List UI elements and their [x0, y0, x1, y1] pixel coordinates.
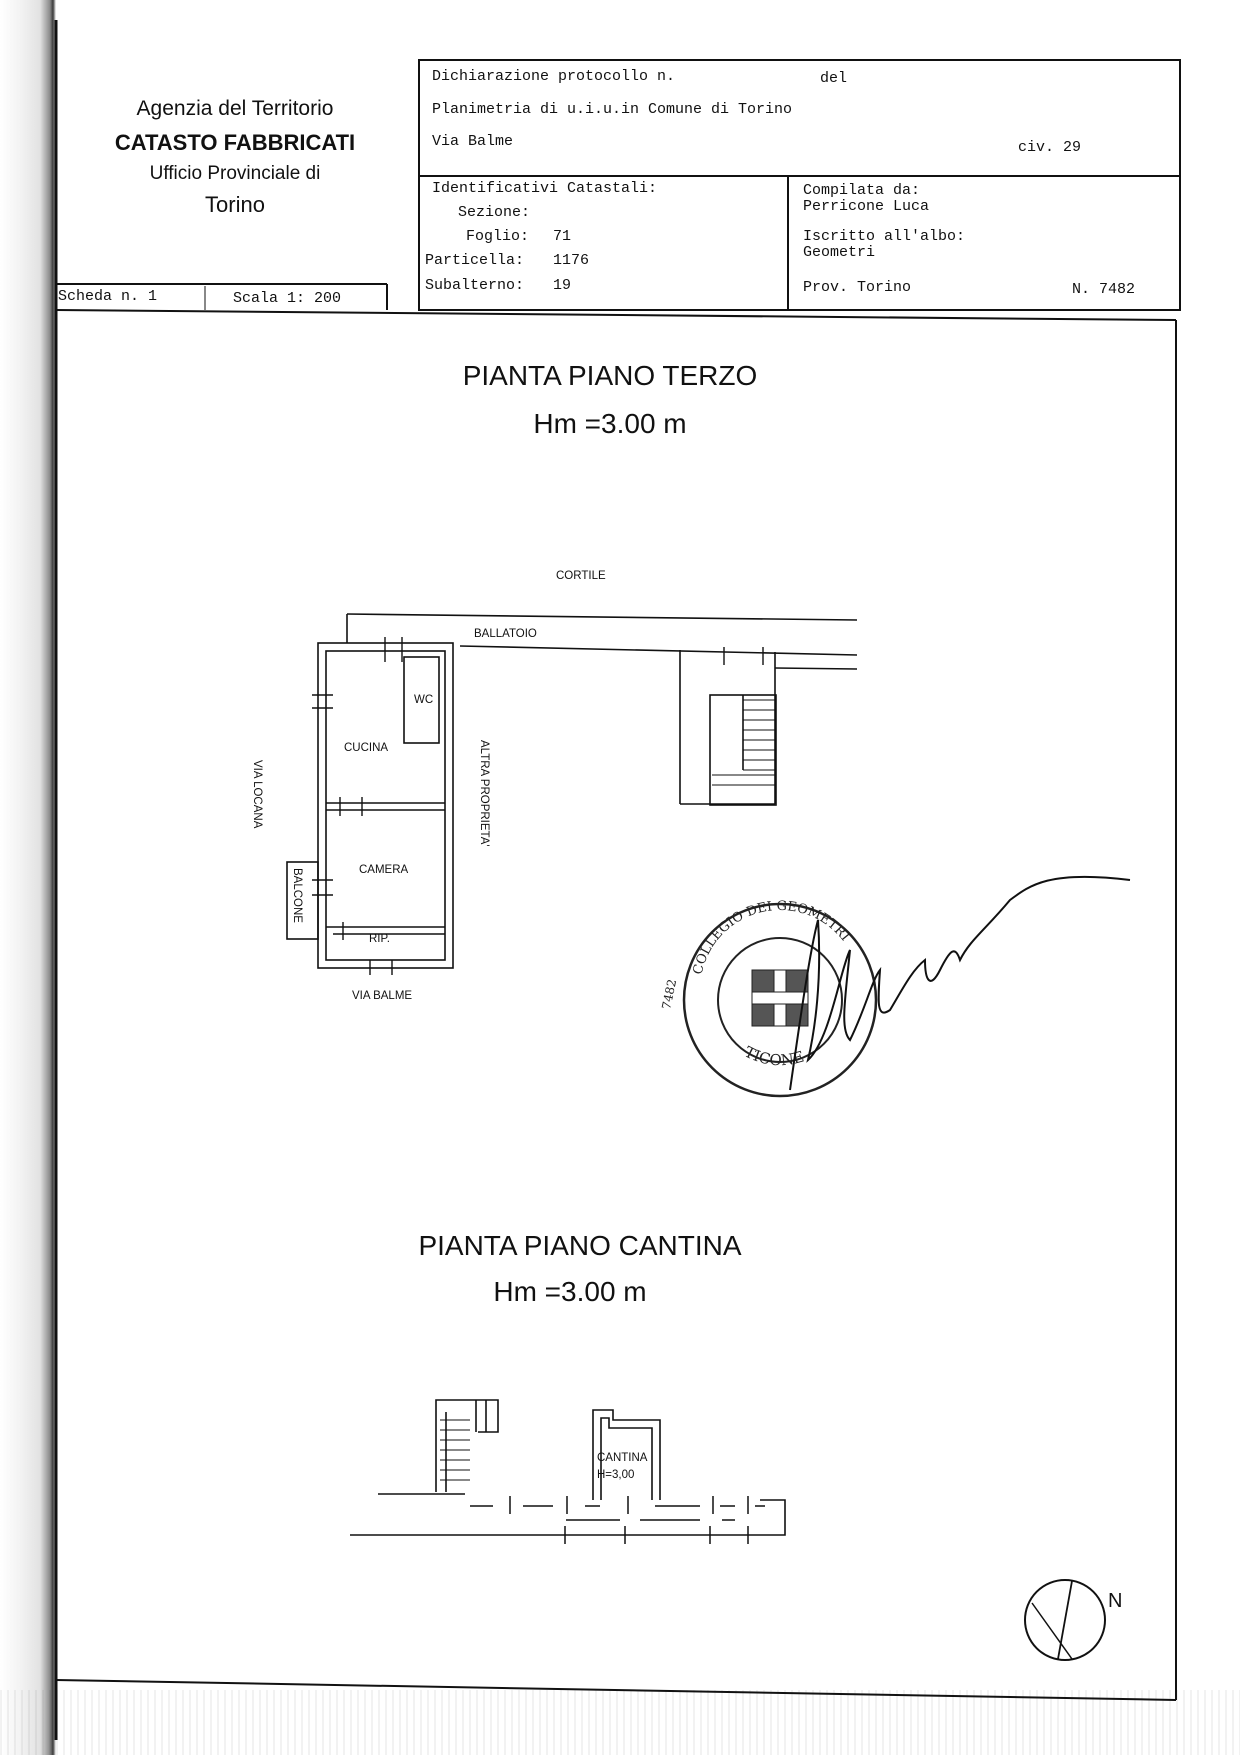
register-value: Geometri [803, 244, 876, 261]
signature-stroke [789, 875, 1131, 1091]
foglio-value: 71 [553, 228, 572, 245]
plan-third-title: PIANTA PIANO TERZO [462, 360, 758, 391]
plan-third-height: Hm =3.00 m [533, 408, 687, 439]
plan-cellar-height: Hm =3.00 m [493, 1276, 647, 1307]
north-label: N [1108, 1590, 1123, 1612]
label-cortile: CORTILE [556, 570, 606, 582]
declaration-label: Dichiarazione protocollo n. [432, 68, 676, 85]
label-cucina: CUCINA [344, 742, 389, 754]
agency-name: Agenzia del Territorio [136, 97, 334, 120]
subalterno-value: 19 [553, 277, 572, 294]
planimetry-line: Planimetria di u.i.u.in Comune di Torino [432, 101, 793, 118]
stamp-inner-ring [717, 937, 843, 1063]
stamp-outer-ring [682, 902, 878, 1098]
stamp-number-text: 7482 [659, 978, 679, 1011]
agency-city: Torino [205, 192, 265, 217]
label-wc: WC [414, 694, 434, 706]
plan-cellar-title: PIANTA PIANO CANTINA [418, 1230, 742, 1261]
register-number: N. 7482 [1072, 281, 1136, 298]
label-via-balme: VIA BALME [352, 990, 413, 1002]
label-rip: RIP. [369, 933, 390, 945]
scan-bottom-noise [0, 1690, 1240, 1755]
subalterno-label: Subalterno: [425, 277, 525, 294]
label-ballatoio: BALLATOIO [474, 628, 537, 640]
province-label: Prov. Torino [803, 279, 912, 296]
scheda-number: Scheda n. 1 [58, 288, 158, 305]
stamp-emblem [751, 969, 809, 1027]
agency-department: CATASTO FABBRICATI [114, 130, 356, 155]
north-arrow-icon [1024, 1579, 1106, 1661]
label-cantina-height: H=3,00 [597, 1469, 635, 1481]
scan-left-edge [0, 0, 56, 1755]
label-cantina: CANTINA [597, 1452, 648, 1464]
compiled-by-label: Compilata da: [803, 182, 921, 199]
scale-label: Scala 1: 200 [233, 290, 342, 307]
sezione-label: Sezione: [458, 204, 531, 221]
particella-value: 1176 [553, 252, 590, 269]
agency-office: Ufficio Provinciale di [149, 163, 321, 184]
declaration-date-label: del [820, 70, 848, 87]
foglio-label: Foglio: [466, 228, 530, 245]
label-camera: CAMERA [359, 864, 409, 876]
compiled-by-name: Perricone Luca [803, 198, 930, 215]
register-label: Iscritto all'albo: [803, 228, 966, 245]
cadastral-title: Identificativi Catastali: [432, 180, 658, 197]
street-name: Via Balme [432, 133, 514, 150]
particella-label: Particella: [425, 252, 525, 269]
civic-number: civ. 29 [1018, 139, 1082, 156]
stamp-and-signature: COLLEGIO DEI GEOMETRI TICONE 7482 [659, 875, 1131, 1098]
